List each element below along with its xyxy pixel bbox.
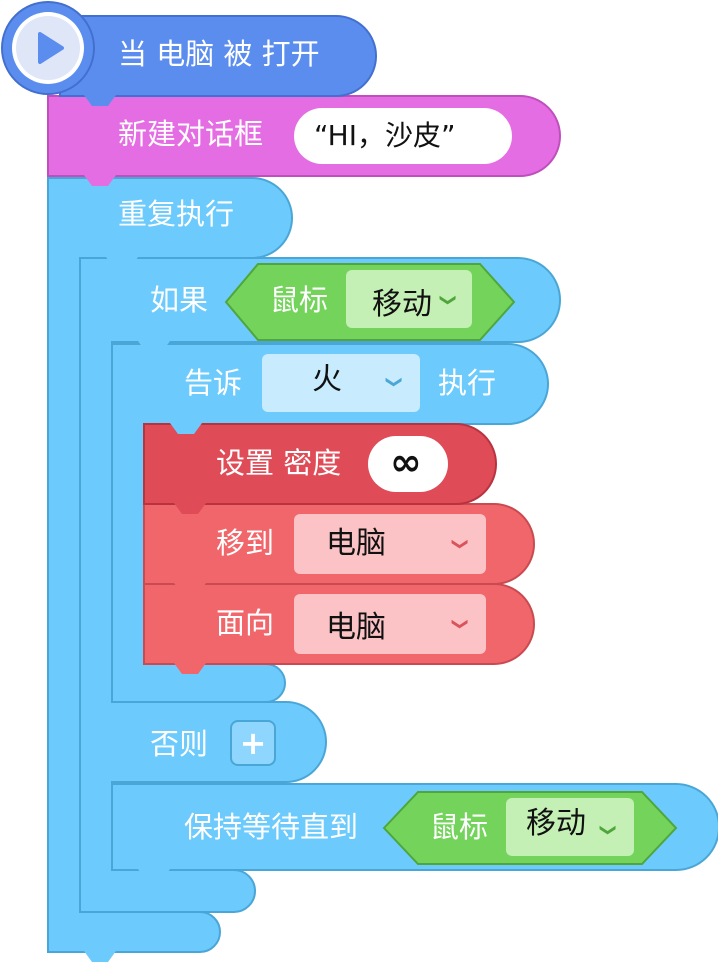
notch	[84, 951, 116, 962]
density-value: ∞	[390, 440, 422, 484]
if-condition-label: 鼠标	[270, 283, 329, 317]
tell-block[interactable]	[111, 343, 549, 703]
wait-condition-dropdown[interactable]: 移动 ❯	[506, 798, 634, 856]
new-dialog-label: 新建对话框	[118, 117, 264, 151]
set-density-label: 设置 密度	[216, 446, 342, 480]
chevron-down-icon: ❯	[451, 617, 471, 631]
density-value-field[interactable]: ∞	[368, 436, 448, 492]
else-label: 否则	[150, 727, 209, 761]
face-to-dropdown[interactable]: 电脑 ❯	[294, 594, 486, 654]
dialog-text-value: “HI，沙皮”	[314, 119, 456, 152]
tell-suffix-label: 执行	[438, 366, 497, 400]
notch	[170, 423, 202, 434]
wait-until-label: 保持等待直到	[184, 810, 359, 844]
chevron-down-icon: ❯	[385, 375, 405, 389]
chevron-down-icon: ❯	[599, 823, 619, 837]
chevron-down-icon: ❯	[451, 537, 471, 551]
notch	[138, 869, 170, 880]
notch	[106, 257, 138, 268]
if-label: 如果	[150, 283, 209, 317]
hat-block[interactable]	[59, 15, 377, 97]
if-else-block[interactable]	[79, 257, 561, 913]
hat-block-label: 当 电脑 被 打开	[118, 37, 320, 71]
add-else-button[interactable]: +	[230, 720, 276, 766]
wait-condition-label: 鼠标	[430, 810, 489, 844]
play-icon	[38, 32, 64, 64]
move-to-label: 移到	[216, 526, 275, 560]
if-condition-value: 移动	[372, 287, 432, 322]
notch	[174, 583, 206, 594]
move-to-value: 电脑	[326, 526, 386, 561]
chevron-down-icon: ❯	[439, 293, 459, 307]
tell-target-value: 火	[312, 362, 342, 397]
tell-target-dropdown[interactable]: 火 ❯	[262, 354, 420, 412]
face-to-value: 电脑	[326, 610, 386, 645]
move-to-dropdown[interactable]: 电脑 ❯	[294, 514, 486, 574]
notch	[138, 341, 170, 352]
notch	[174, 503, 206, 514]
wait-condition-value: 移动	[526, 806, 586, 841]
if-condition-dropdown[interactable]: 移动 ❯	[346, 270, 472, 328]
notch	[84, 175, 116, 186]
notch	[84, 95, 116, 106]
dialog-text-field[interactable]: “HI，沙皮”	[294, 108, 512, 164]
plus-icon: +	[239, 724, 267, 762]
notch	[174, 663, 206, 674]
run-button[interactable]	[1, 1, 95, 95]
tell-label: 告诉	[184, 366, 243, 400]
repeat-label: 重复执行	[118, 197, 235, 231]
face-to-label: 面向	[216, 606, 275, 640]
